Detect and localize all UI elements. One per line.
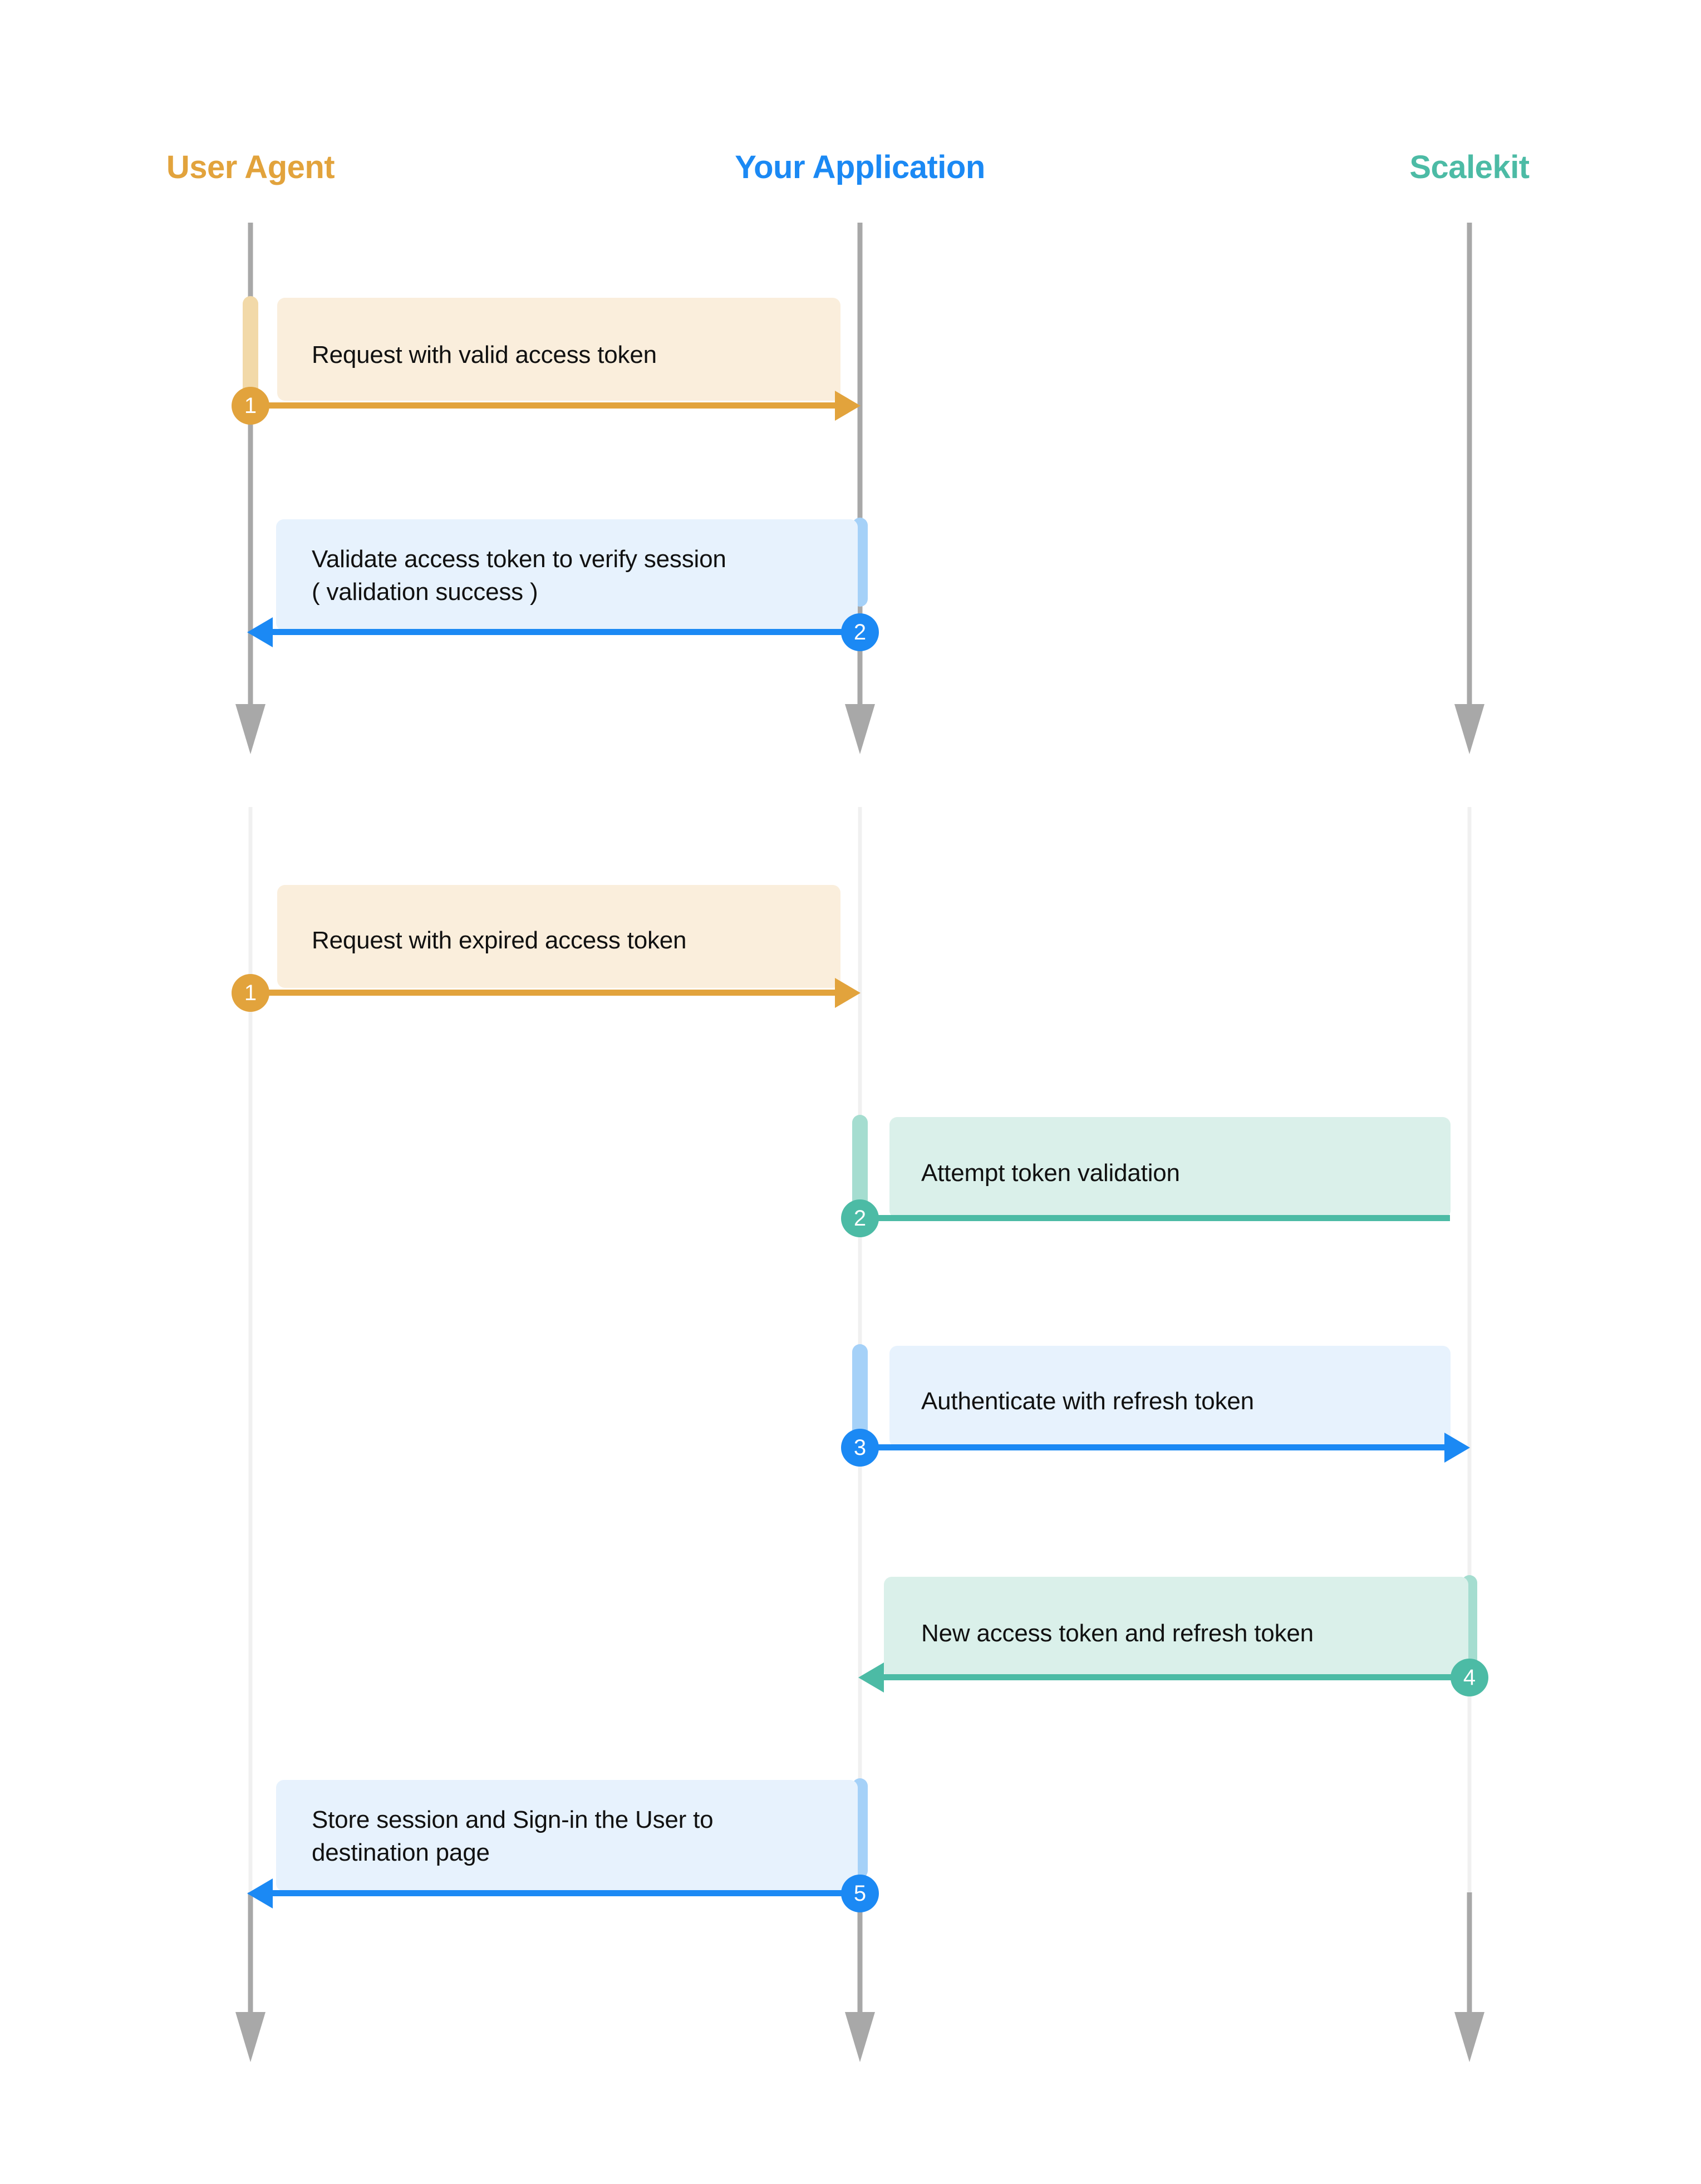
lifeline-user-agent-section1	[248, 223, 253, 712]
message-arrowhead-s1-step1	[835, 391, 861, 421]
note-text-s2-step3: Authenticate with refresh token	[921, 1388, 1254, 1415]
lifeline-end-arrow-your-application-section1	[845, 704, 875, 754]
message-line-s1-step2	[273, 629, 860, 635]
message-arrowhead-s2-step4	[858, 1662, 884, 1693]
message-line-s2-step3	[860, 1444, 1444, 1450]
message-arrowhead-s2-step5	[247, 1878, 273, 1908]
message-line-s2-step5	[273, 1890, 860, 1896]
step-badge-s1-step2: 2	[841, 613, 879, 651]
message-arrowhead-s2-step1	[835, 978, 861, 1008]
message-arrowhead-s2-step3	[1444, 1433, 1470, 1463]
step-badge-s2-step4: 4	[1451, 1659, 1488, 1696]
message-line-s1-step1	[250, 402, 835, 409]
lifeline-end-arrow-scalekit-section2	[1454, 2012, 1484, 2062]
lifeline-scalekit-section1	[1467, 223, 1472, 712]
step-badge-s2-step1: 1	[232, 974, 269, 1012]
note-box-s1-step2	[276, 519, 858, 631]
participant-label-your-application: Your Application	[735, 149, 985, 185]
participant-label-scalekit: Scalekit	[1409, 149, 1530, 185]
lifeline-scalekit-section2	[1467, 1892, 1472, 2020]
note-box-s2-step5	[276, 1780, 858, 1891]
message-line-s2-step1	[250, 990, 835, 996]
message-line-s2-step4	[884, 1674, 1469, 1680]
lifeline-end-arrow-user-agent-section2	[235, 2012, 266, 2062]
step-badge-s1-step1: 1	[232, 387, 269, 425]
lifeline-end-arrow-scalekit-section1	[1454, 704, 1484, 754]
participant-label-user-agent: User Agent	[166, 149, 335, 185]
lifeline-your-application-section1	[857, 223, 863, 712]
note-text-s1-step2: Validate access token to verify session …	[312, 545, 726, 606]
step-badge-s2-step3: 3	[841, 1429, 879, 1467]
message-line-s2-step2	[860, 1215, 1450, 1221]
note-box-s2-step1	[277, 885, 840, 988]
note-text-s2-step5: Store session and Sign-in the User to de…	[312, 1806, 714, 1867]
lifeline-end-arrow-user-agent-section1	[235, 704, 266, 754]
note-text-s1-step1: Request with valid access token	[312, 341, 657, 368]
step-badge-s2-step2: 2	[841, 1199, 879, 1237]
note-text-s2-step2: Attempt token validation	[921, 1159, 1180, 1187]
note-box-s2-step4	[884, 1577, 1468, 1678]
lifeline-user-agent-section2-upper	[248, 807, 253, 1993]
message-arrowhead-s1-step2	[247, 617, 273, 647]
note-box-s1-step1	[277, 298, 840, 401]
note-text-s2-step1: Request with expired access token	[312, 927, 687, 954]
lifeline-end-arrow-your-application-section2	[845, 2012, 875, 2062]
step-badge-s2-step5: 5	[841, 1875, 879, 1912]
lifeline-user-agent-section2	[248, 1892, 253, 2020]
note-box-s2-step3	[889, 1346, 1451, 1447]
activation-bar-your-application-s2-step2	[852, 1115, 868, 1215]
lifeline-scalekit-section2-upper	[1467, 807, 1472, 1993]
lifeline-your-application-section2	[857, 1892, 863, 2020]
note-box-s2-step2	[889, 1117, 1451, 1218]
note-text-s2-step4: New access token and refresh token	[921, 1620, 1314, 1647]
